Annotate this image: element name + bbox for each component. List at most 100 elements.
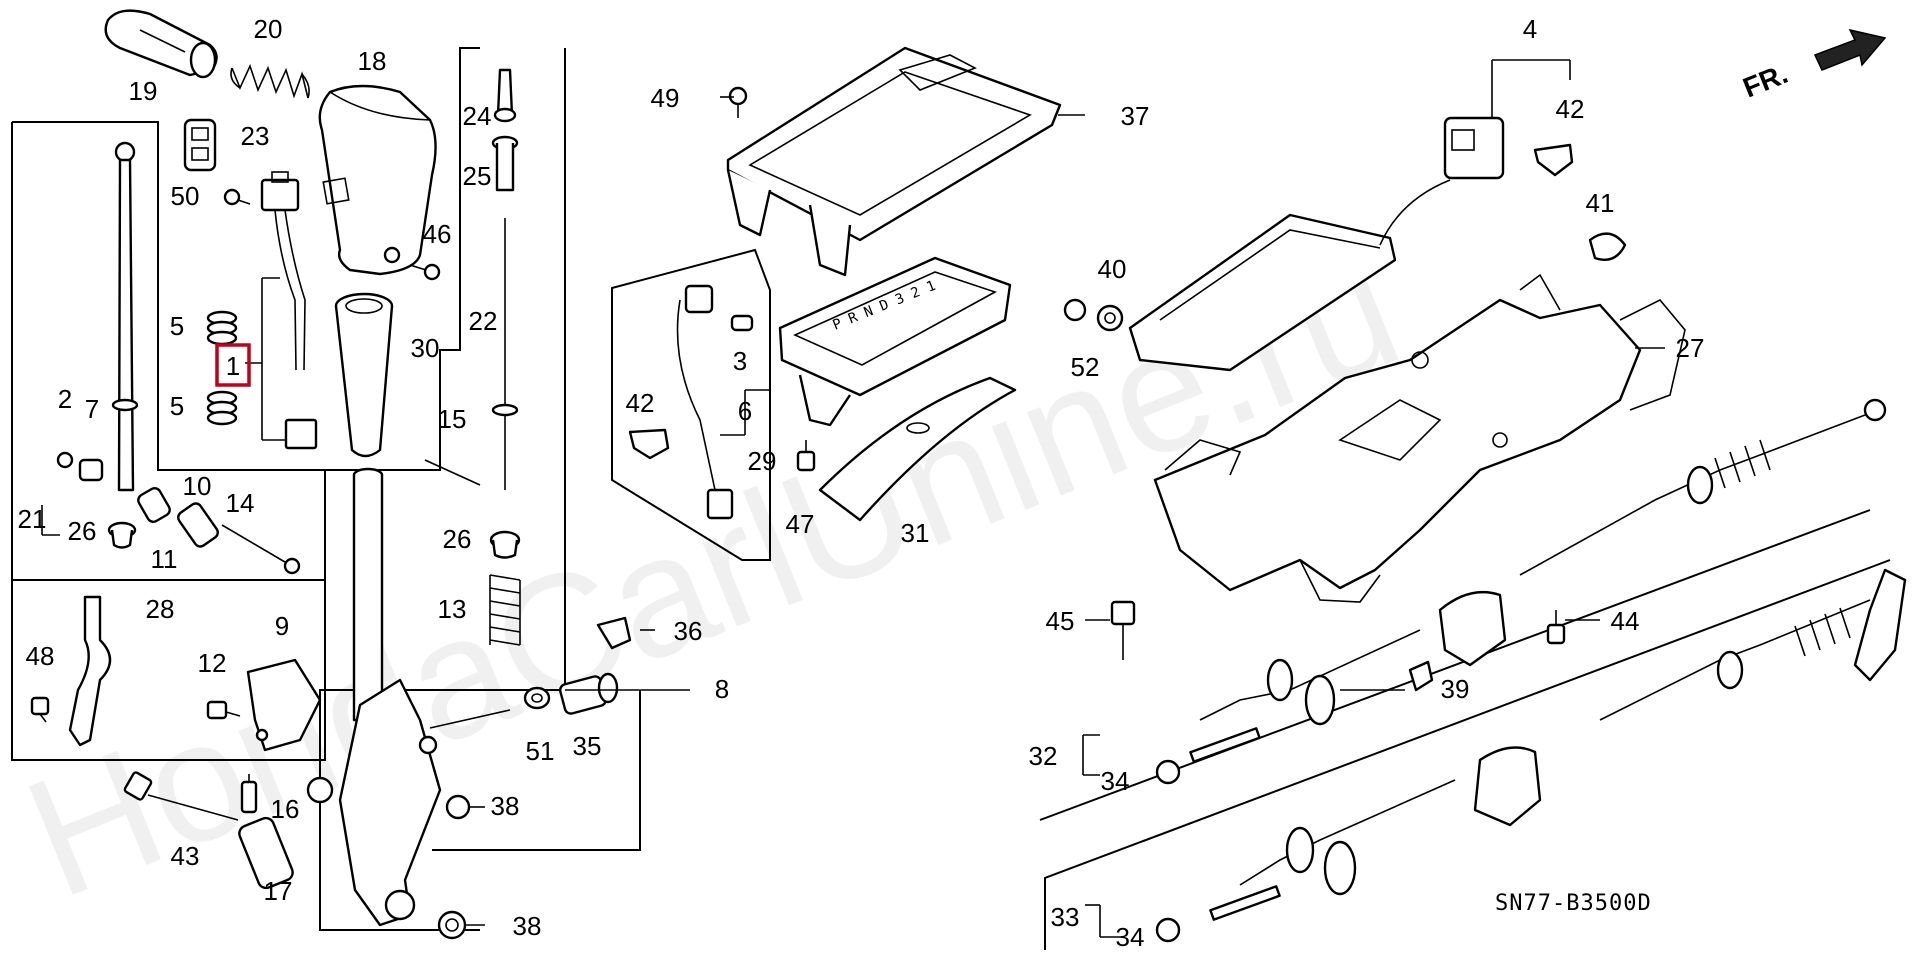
part-switch-16 xyxy=(240,774,258,814)
part-nut-38-lower xyxy=(437,910,467,940)
callout-24: 24 xyxy=(463,101,492,131)
part-indicator-panel: P R N D 3 2 1 xyxy=(778,256,1012,427)
callout-51: 51 xyxy=(526,736,555,766)
callout-37: 37 xyxy=(1121,101,1150,131)
diagram-reference-code: SN77-B3500D xyxy=(1495,891,1652,916)
callout-35: 35 xyxy=(573,731,602,761)
callout-31: 31 xyxy=(901,518,930,548)
part-bolt-25 xyxy=(491,135,519,192)
part-clip-39 xyxy=(1408,660,1434,692)
part-bolt-44 xyxy=(1546,610,1566,645)
part-collar-10 xyxy=(177,502,219,548)
callout-12: 12 xyxy=(198,648,227,678)
callout-5-lower: 5 xyxy=(170,391,184,421)
part-wire-harness-1 xyxy=(260,171,318,450)
part-nut-34-lower xyxy=(1155,917,1181,943)
part-spring-20 xyxy=(230,63,310,99)
part-nut-38-upper xyxy=(445,794,471,820)
part-bushing-7 xyxy=(78,458,104,482)
part-collar-11 xyxy=(137,487,171,523)
part-clip-41 xyxy=(1588,232,1627,262)
callout-34-lower: 34 xyxy=(1116,922,1145,952)
fr-label: FR. xyxy=(1739,58,1792,104)
part-collar-17 xyxy=(238,816,294,890)
callout-36: 36 xyxy=(674,616,703,646)
part-switch-23 xyxy=(183,118,217,172)
part-knob-boot xyxy=(334,292,394,458)
part-rod-22 xyxy=(491,218,519,490)
part-shift-rod xyxy=(111,141,139,492)
part-bushing-35 xyxy=(558,672,619,715)
part-clip-36 xyxy=(596,616,632,650)
part-plate-9 xyxy=(246,658,322,752)
part-trim-31 xyxy=(818,376,1017,522)
highlight-box-part-1 xyxy=(215,343,251,387)
part-cable-33 xyxy=(1209,568,1907,921)
callout-8: 8 xyxy=(715,674,729,704)
part-control-unit xyxy=(1128,116,1505,372)
front-direction-indicator: FR. xyxy=(1739,28,1887,104)
part-screw-50 xyxy=(223,188,251,206)
part-pin-14 xyxy=(221,524,301,575)
callout-25: 25 xyxy=(463,161,492,191)
callout-21: 21 xyxy=(18,504,47,534)
group-frames xyxy=(11,47,1891,950)
callout-44: 44 xyxy=(1611,606,1640,636)
part-bushing-26 xyxy=(107,521,137,549)
callout-26-left: 26 xyxy=(68,516,97,546)
callout-9: 9 xyxy=(275,611,289,641)
callout-32: 32 xyxy=(1029,741,1058,771)
part-clip-42-right xyxy=(1533,143,1574,177)
callout-47: 47 xyxy=(786,509,815,539)
callout-42-left: 42 xyxy=(626,388,655,418)
callout-5-upper: 5 xyxy=(170,311,184,341)
part-bulb-3 xyxy=(730,314,754,332)
callout-41: 41 xyxy=(1586,188,1615,218)
part-bolt-45 xyxy=(1110,600,1136,660)
part-bolt-43 xyxy=(123,771,239,821)
part-bolt-12 xyxy=(206,700,241,720)
callout-2: 2 xyxy=(58,384,72,414)
part-screw-46 xyxy=(409,263,441,281)
callout-4: 4 xyxy=(1523,14,1537,44)
callout-15: 15 xyxy=(438,404,467,434)
callout-16: 16 xyxy=(271,794,300,824)
part-spring-5-upper xyxy=(206,310,238,346)
callout-17: 17 xyxy=(264,876,293,906)
callout-23: 23 xyxy=(241,121,270,151)
callout-7: 7 xyxy=(85,394,99,424)
part-bushing-26-b xyxy=(489,530,521,559)
part-collar-51 xyxy=(523,686,551,710)
part-spring-13 xyxy=(489,574,521,646)
callout-38-lower: 38 xyxy=(513,911,542,941)
callout-26-center: 26 xyxy=(443,524,472,554)
callout-34-upper: 34 xyxy=(1101,766,1130,796)
callout-28: 28 xyxy=(146,594,175,624)
callout-20: 20 xyxy=(254,14,283,44)
callout-50: 50 xyxy=(171,181,200,211)
callout-27: 27 xyxy=(1676,333,1705,363)
callout-3: 3 xyxy=(733,346,747,376)
callout-10: 10 xyxy=(183,471,212,501)
callout-52: 52 xyxy=(1071,352,1100,382)
callout-45: 45 xyxy=(1046,606,1075,636)
callout-46: 46 xyxy=(423,219,452,249)
part-harness-indicator xyxy=(676,284,734,520)
part-cable-32 xyxy=(1189,398,1887,763)
part-spring-5-lower xyxy=(206,390,238,426)
callout-18: 18 xyxy=(358,46,387,76)
part-pin-24 xyxy=(493,68,517,123)
part-console-cover xyxy=(726,46,1062,277)
callout-49: 49 xyxy=(651,83,680,113)
callout-1: 1 xyxy=(226,351,240,381)
part-shift-lever-assembly xyxy=(306,467,511,927)
callout-14: 14 xyxy=(226,488,255,518)
callout-30: 30 xyxy=(411,333,440,363)
part-bolt-49 xyxy=(728,86,748,118)
callout-33: 33 xyxy=(1051,902,1080,932)
callout-39: 39 xyxy=(1441,674,1470,704)
part-bolt-48 xyxy=(30,696,50,723)
callout-48: 48 xyxy=(26,641,55,671)
callout-6: 6 xyxy=(738,396,752,426)
